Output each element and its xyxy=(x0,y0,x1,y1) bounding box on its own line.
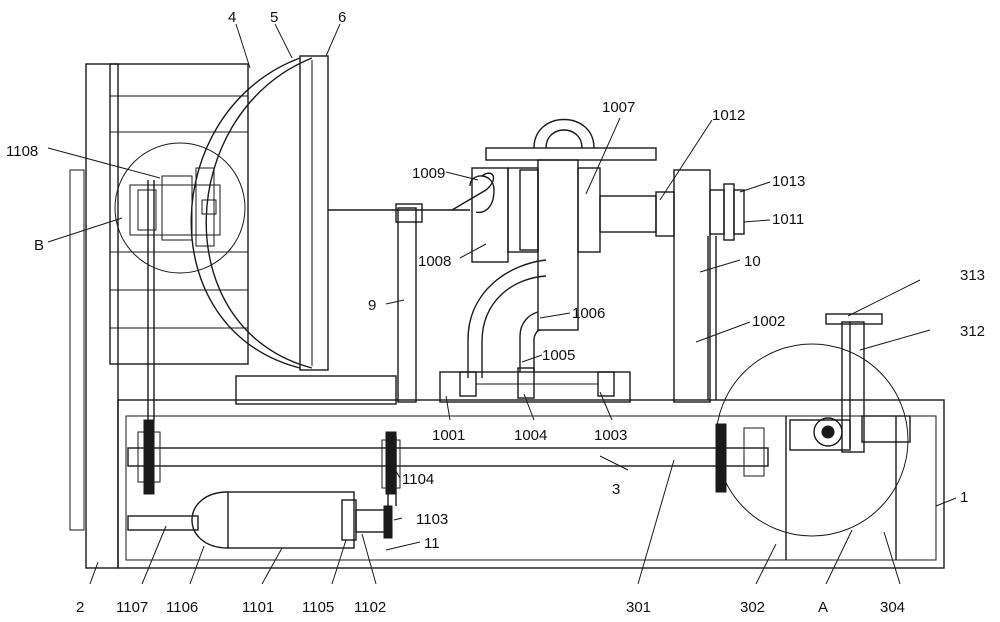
label-1002: 1002 xyxy=(752,313,785,330)
label-1: 1 xyxy=(960,489,968,506)
base-frame xyxy=(117,399,945,569)
label-11: 11 xyxy=(424,535,440,552)
label-1105: 1105 xyxy=(302,599,334,616)
label-6: 6 xyxy=(338,9,346,26)
label-3: 3 xyxy=(612,481,620,498)
label-1013: 1013 xyxy=(772,173,805,190)
label-302: 302 xyxy=(740,599,765,616)
label-10: 10 xyxy=(744,253,761,270)
label-a: A xyxy=(818,599,828,616)
label-313: 313 xyxy=(960,267,985,284)
label-1003: 1003 xyxy=(594,427,627,444)
detail-circle-b xyxy=(114,142,246,274)
label-304: 304 xyxy=(880,599,905,616)
label-1007: 1007 xyxy=(602,99,635,116)
leader-lines xyxy=(47,23,957,585)
label-1101: 1101 xyxy=(242,599,274,616)
label-1106: 1106 xyxy=(166,599,198,616)
label-9: 9 xyxy=(368,297,376,314)
upper-platform xyxy=(485,118,657,161)
label-1004: 1004 xyxy=(514,427,547,444)
part-labels: 4 5 6 1108 B 1009 1007 1012 1013 1011 10… xyxy=(6,9,985,616)
slide-rail xyxy=(439,367,631,403)
label-312: 312 xyxy=(960,323,985,340)
main-shaft xyxy=(127,180,769,495)
label-1009: 1009 xyxy=(412,165,445,182)
label-4: 4 xyxy=(228,9,236,26)
label-b: B xyxy=(34,237,44,254)
semicircular-shell xyxy=(190,55,329,371)
clip-assembly xyxy=(469,167,539,263)
label-1011: 1011 xyxy=(772,211,804,228)
label-1005: 1005 xyxy=(542,347,575,364)
label-1103: 1103 xyxy=(416,511,448,528)
rod-and-support xyxy=(328,172,495,403)
label-1012: 1012 xyxy=(712,107,745,124)
label-2: 2 xyxy=(76,599,84,616)
label-1102: 1102 xyxy=(354,599,386,616)
support-block xyxy=(235,375,397,405)
label-5: 5 xyxy=(270,9,278,26)
label-1008: 1008 xyxy=(418,253,451,270)
cylinder-assembly xyxy=(127,436,397,549)
right-post xyxy=(673,169,745,403)
label-1006: 1006 xyxy=(572,305,605,322)
label-1001: 1001 xyxy=(432,427,465,444)
detail-circle-a xyxy=(715,313,911,560)
vertical-column xyxy=(69,63,249,569)
label-1108: 1108 xyxy=(6,143,38,160)
curved-hose xyxy=(467,259,547,378)
label-1104: 1104 xyxy=(402,471,434,488)
label-1107: 1107 xyxy=(116,599,148,616)
label-301: 301 xyxy=(626,599,651,616)
